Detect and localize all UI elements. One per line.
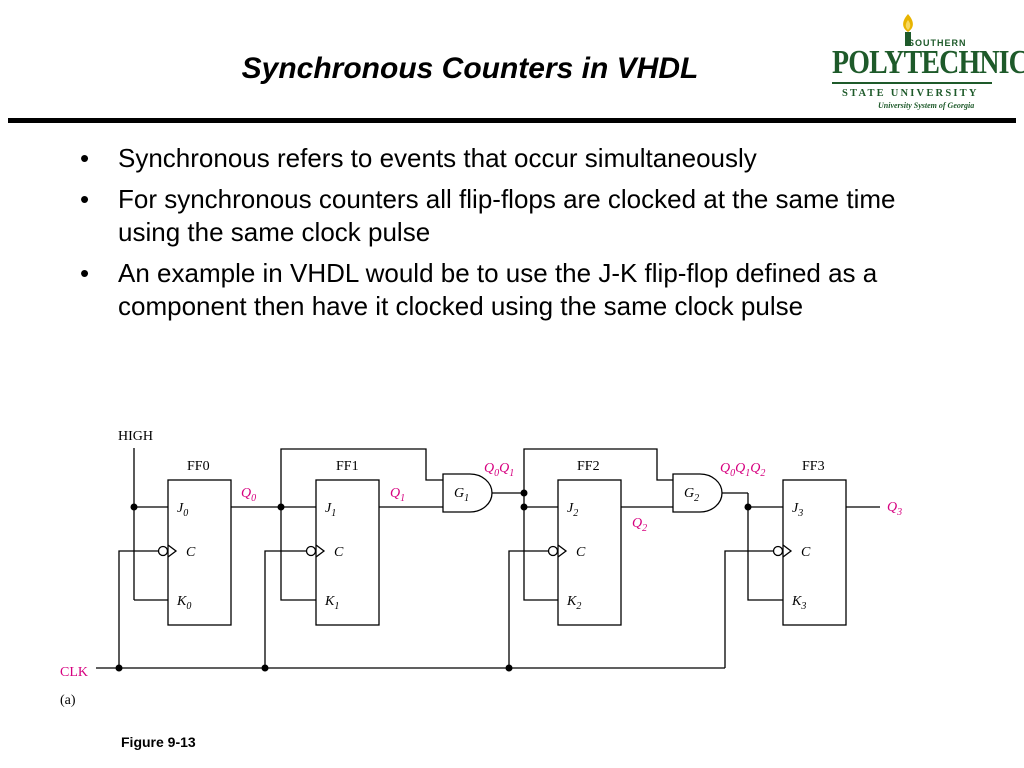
k-input-label: K3 — [791, 594, 806, 612]
clock-bubble — [305, 545, 317, 557]
j-input-label: J0 — [177, 501, 188, 519]
and-gate-g2 — [672, 473, 723, 513]
logo-southern: SOUTHERN — [908, 38, 967, 48]
junction-dot — [744, 503, 752, 511]
bullet-text: Synchronous refers to events that occur … — [118, 143, 757, 173]
flip-flop-ff3 — [782, 479, 847, 626]
figure-label: Figure 9-13 — [121, 734, 196, 750]
k-input-label: K2 — [566, 594, 581, 612]
wire — [508, 550, 548, 668]
figure-caption: (a) — [60, 693, 76, 708]
wire — [747, 493, 783, 508]
clock-triangle — [315, 544, 326, 558]
wire — [118, 550, 158, 668]
bullet-text: For synchronous counters all flip-flops … — [118, 184, 896, 247]
bullet-marker: • — [80, 184, 90, 214]
bullet-text: An example in VHDL would be to use the J… — [118, 258, 878, 321]
junction-dot — [115, 664, 123, 672]
wire — [747, 507, 783, 601]
ff-name: FF1 — [336, 459, 359, 474]
signal-label-q1: Q1 — [390, 486, 405, 504]
j-input-label: J2 — [567, 501, 578, 519]
c-input-label: C — [334, 545, 344, 560]
bullet-marker: • — [80, 258, 90, 288]
clk-label: CLK — [60, 665, 88, 680]
clock-bubble — [772, 545, 784, 557]
j-input-label: J1 — [325, 501, 336, 519]
logo-subtitle: STATE UNIVERSITY — [842, 88, 979, 99]
bullet-marker: • — [80, 143, 90, 173]
high-label: HIGH — [118, 429, 153, 444]
torch-icon — [903, 14, 913, 46]
ff-name: FF3 — [802, 459, 825, 474]
signal-label-q3: Q3 — [887, 500, 902, 518]
wire — [280, 448, 443, 507]
clock-bubble — [547, 545, 559, 557]
university-logo: SOUTHERN POLYTECHNIC STATE UNIVERSITY Un… — [828, 12, 1024, 112]
slide-title: Synchronous Counters in VHDL — [241, 52, 699, 85]
wire — [724, 550, 773, 668]
wire — [523, 448, 673, 493]
bullet-list: • Synchronous refers to events that occur… — [80, 142, 950, 331]
ff-name: FF2 — [577, 459, 600, 474]
junction-dot — [261, 664, 269, 672]
ff-name: FF0 — [187, 459, 210, 474]
logo-name: POLYTECHNIC — [832, 44, 1024, 81]
clock-bubble — [157, 545, 169, 557]
c-input-label: C — [186, 545, 196, 560]
wire — [264, 550, 306, 668]
clock-triangle — [782, 544, 793, 558]
title-divider — [8, 118, 1016, 123]
bullet-item: • For synchronous counters all flip-flops… — [80, 183, 950, 249]
wire — [523, 493, 558, 508]
signal-label-q2: Q2 — [632, 516, 647, 534]
signal-label-q0q1q2: Q0Q1Q2 — [720, 461, 765, 479]
gate-label-g2: G2 — [684, 486, 699, 504]
junction-dot — [520, 503, 528, 511]
gate-label-g1: G1 — [454, 486, 469, 504]
k-input-label: K1 — [324, 594, 339, 612]
clock-triangle — [557, 544, 568, 558]
junction-dot — [130, 503, 138, 511]
flip-flop-ff2 — [557, 479, 622, 626]
flip-flop-ff0 — [167, 479, 232, 626]
j-input-label: J3 — [792, 501, 803, 519]
bullet-item: • Synchronous refers to events that occur… — [80, 142, 950, 175]
junction-dot — [505, 664, 513, 672]
c-input-label: C — [801, 545, 811, 560]
junction-dot — [277, 503, 285, 511]
flip-flop-ff1 — [315, 479, 380, 626]
signal-label-q0: Q0 — [241, 486, 256, 504]
clock-triangle — [167, 544, 178, 558]
logo-divider — [832, 82, 992, 84]
junction-dot — [520, 489, 528, 497]
c-input-label: C — [576, 545, 586, 560]
signal-label-q0q1: Q0Q1 — [484, 461, 514, 479]
wire — [523, 507, 558, 601]
wire — [280, 507, 316, 601]
logo-tagline: University System of Georgia — [878, 101, 975, 110]
k-input-label: K0 — [176, 594, 191, 612]
bullet-item: • An example in VHDL would be to use the … — [80, 257, 950, 323]
and-gate-g1 — [442, 473, 493, 513]
